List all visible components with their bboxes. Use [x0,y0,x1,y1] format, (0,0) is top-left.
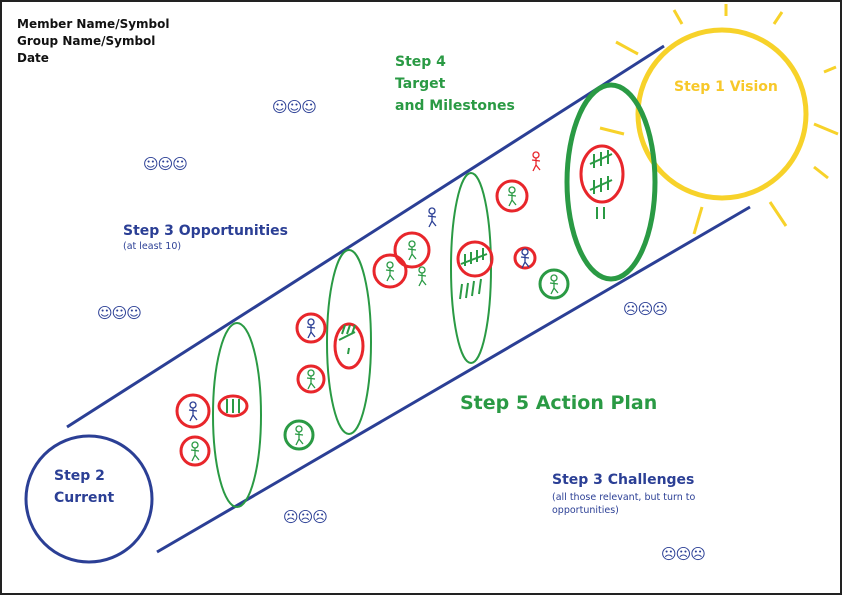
tube-bottom-edge [156,205,751,554]
group-name-label: Group Name/Symbol [17,34,156,48]
milestone-ellipse-1 [212,322,262,508]
milestone-ellipse-2 [326,249,372,435]
date-label: Date [17,51,49,65]
step2-line1: Step 2 [54,468,105,484]
step1-vision-label: Step 1 Vision [674,79,778,95]
sad-faces-icon: ☹☹☹ [661,545,706,563]
tally-marks [226,150,613,413]
happy-faces-icon: ☺☺☺ [272,98,317,116]
step2-current-label: Step 2 Current [54,465,114,509]
people-red-circles [175,179,537,467]
current-circle [24,434,154,564]
happy-faces-icon: ☺☺☺ [143,155,188,173]
step3-challenges-note: (all those relevant, but turn to opportu… [552,491,695,517]
happy-faces-icon: ☺☺☺ [97,304,142,322]
challenges-note-line2: opportunities) [552,505,619,516]
member-name-label: Member Name/Symbol [17,17,170,31]
tally-circles [217,144,625,418]
step4-line2: Target [395,76,446,92]
milestone-ellipse-3 [450,172,492,364]
step3-opportunities-label: Step 3 Opportunities [123,223,288,239]
tube-top-edge [66,44,665,429]
step3-opportunities-note: (at least 10) [123,241,182,252]
step4-target-label: Step 4 Target and Milestones [395,51,515,117]
target-ellipse [564,82,658,282]
step2-line2: Current [54,490,115,506]
step3-challenges-label: Step 3 Challenges [552,472,695,488]
sad-faces-icon: ☹☹☹ [623,300,668,318]
challenges-note-line1: (all those relevant, but turn to [552,492,696,503]
step4-line1: Step 4 [395,54,446,70]
stick-figures [188,151,559,462]
step4-line3: and Milestones [395,98,515,114]
vision-sun [635,27,809,201]
people-green-circles [283,268,570,451]
sun-rays [599,4,839,235]
sad-faces-icon: ☹☹☹ [283,508,328,526]
step5-action-plan-label: Step 5 Action Plan [460,392,658,414]
